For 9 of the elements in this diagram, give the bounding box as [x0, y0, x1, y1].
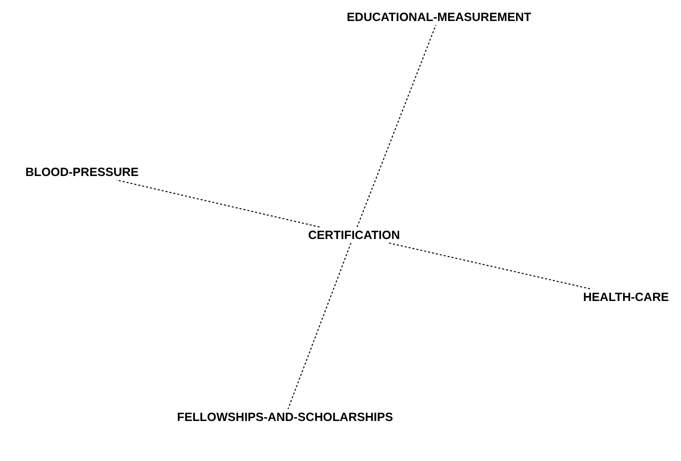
- node-label: EDUCATIONAL-MEASUREMENT: [344, 9, 534, 25]
- dashed-connector: [356, 24, 436, 228]
- dashed-connector: [116, 180, 320, 228]
- node-label: BLOOD-PRESSURE: [23, 164, 141, 180]
- node-label: HEALTH-CARE: [581, 289, 671, 305]
- dashed-connector: [388, 242, 592, 290]
- node-label: CERTIFICATION: [306, 227, 402, 243]
- node-label: FELLOWSHIPS-AND-SCHOLARSHIPS: [175, 409, 395, 425]
- dashed-connector: [288, 242, 352, 410]
